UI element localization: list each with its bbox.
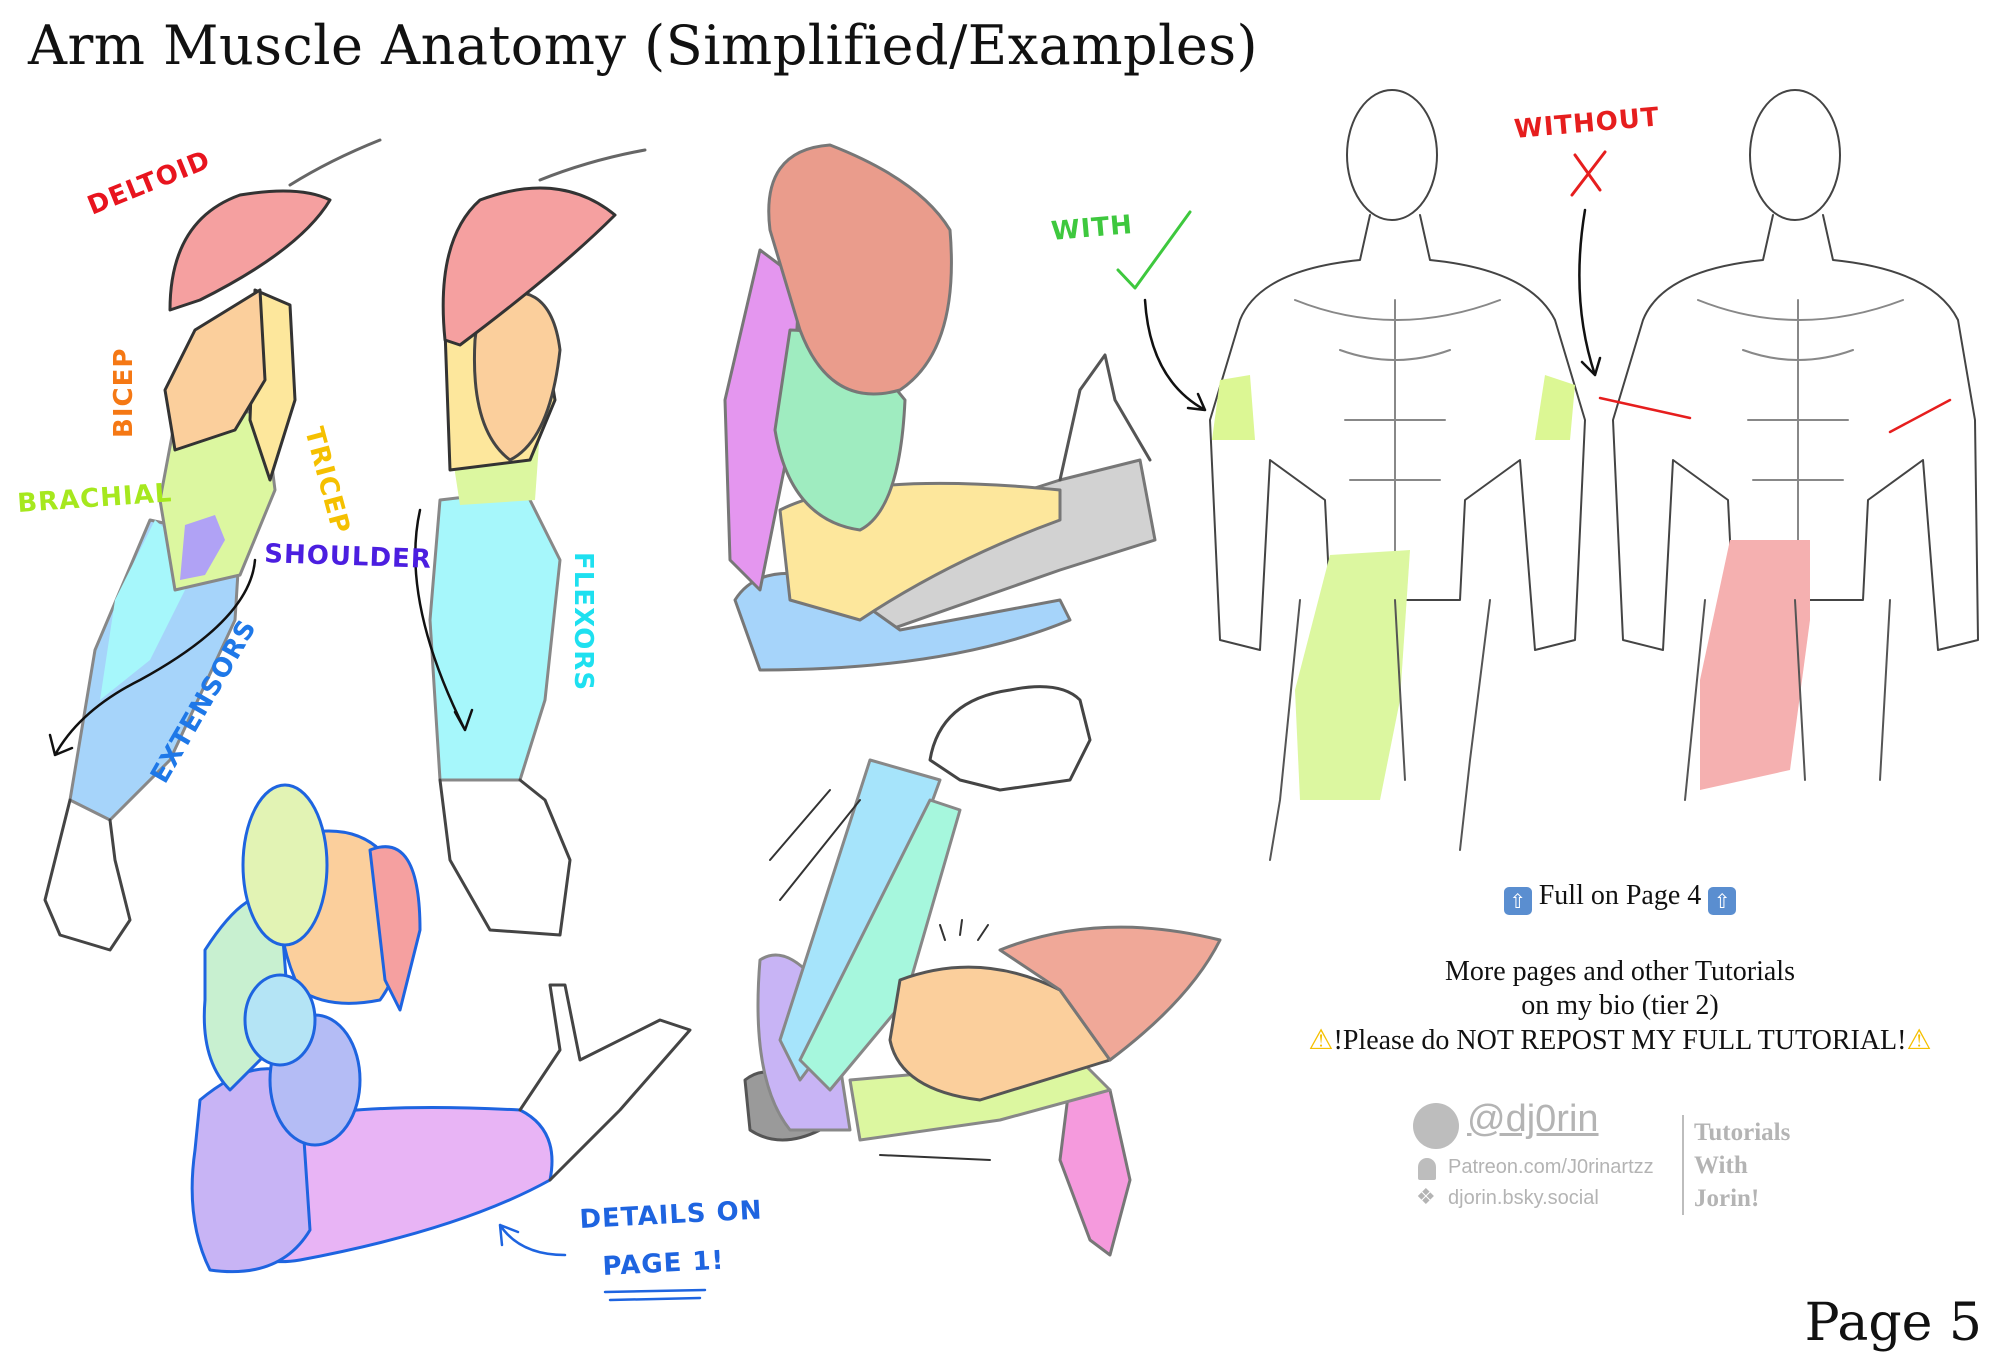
- arrow-without: [1578, 208, 1602, 377]
- brachial-highlight: [1212, 375, 1575, 440]
- arm-flexed-fist: [743, 685, 1222, 1257]
- head-outline: [1749, 89, 1841, 221]
- label-without: WITHOUT: [1513, 102, 1661, 145]
- x-mark-icon: [1570, 150, 1607, 197]
- deltoid-muscle: [767, 143, 953, 396]
- body-with: [1209, 89, 1586, 861]
- shoulder-line: [538, 148, 647, 182]
- more-pages-line1: More pages and other Tutorials: [1445, 956, 1795, 987]
- label-tricep: TRICEP: [298, 424, 355, 537]
- up-arrow-icon: ⇧: [1708, 887, 1737, 915]
- hand-outline: [43, 798, 132, 952]
- hand-outline: [438, 778, 572, 937]
- no-brachial-marks: [1598, 396, 1952, 434]
- more-pages-line2: on my bio (tier 2): [1521, 990, 1719, 1021]
- arrow-extensors: [48, 558, 257, 757]
- watermark-divider: [1682, 1115, 1684, 1215]
- brand-line1: Tutorials: [1694, 1119, 1791, 1146]
- flexors-muscle: [428, 488, 562, 782]
- label-flexors: FLEXORS: [568, 552, 598, 691]
- bluesky-icon: ❖: [1416, 1184, 1436, 1209]
- abs-lines: [1294, 299, 1501, 601]
- warning-text: !Please do NOT REPOST MY FULL TUTORIAL!: [1333, 1025, 1907, 1056]
- twitter-handle: @dj0rin: [1467, 1098, 1599, 1140]
- flexors-muscle: [798, 798, 962, 1092]
- arrow-details: [498, 1223, 567, 1257]
- label-brachial: BRACHIAL: [16, 478, 173, 519]
- head-outline: [1346, 89, 1438, 221]
- underline: [603, 1288, 707, 1302]
- full-on-page-text: Full on Page 4: [1538, 880, 1702, 911]
- tricep-muscle: [241, 783, 329, 947]
- twitter-icon: [1413, 1103, 1459, 1149]
- flexors-muscle: [243, 973, 317, 1067]
- arm-side-view: [43, 138, 382, 952]
- brand-line3: Jorin!: [1694, 1185, 1760, 1212]
- thumb-outline: [1058, 353, 1152, 482]
- bicep-muscle: [472, 290, 562, 462]
- shoulder-muscle: [180, 515, 225, 580]
- deltoid-muscle: [441, 186, 617, 347]
- legs-outline: [1684, 599, 1891, 801]
- brand-line2: With: [1694, 1152, 1748, 1179]
- label-bicep: BICEP: [109, 348, 139, 438]
- warning-icon: ⚠: [1308, 1023, 1334, 1056]
- fist-outline: [928, 685, 1092, 792]
- deltoid-muscle: [368, 845, 422, 1012]
- check-icon: [1116, 210, 1192, 290]
- effort-lines: [769, 789, 991, 1161]
- pink-muscle: [1058, 1078, 1132, 1257]
- label-deltoid: DELTOID: [83, 145, 214, 221]
- label-shoulder: SHOULDER: [264, 539, 433, 575]
- label-with: WITH: [1050, 210, 1134, 247]
- arrow-flexors: [414, 508, 474, 732]
- leg-highlight: [1295, 550, 1410, 800]
- label-details-line1: DETAILS ON: [579, 1195, 763, 1235]
- bluesky-link: djorin.bsky.social: [1448, 1187, 1599, 1209]
- arrow-with: [1143, 298, 1207, 412]
- more-pages-note: More pages and other Tutorials on my bio…: [1240, 955, 2000, 1058]
- arm-curled: [190, 783, 707, 1302]
- abs-lines: [1697, 299, 1904, 601]
- patreon-link: Patreon.com/J0rinartzz: [1448, 1156, 1654, 1178]
- repost-warning: ⚠!Please do NOT REPOST MY FULL TUTORIAL!…: [1240, 1023, 2000, 1058]
- page-title: Arm Muscle Anatomy (Simplified/Examples): [28, 14, 1259, 77]
- shoulder-line: [288, 138, 382, 187]
- label-details-line2: PAGE 1!: [602, 1246, 725, 1282]
- patreon-icon: [1418, 1158, 1436, 1180]
- arm-front-view: [414, 148, 647, 937]
- hand-outline: [518, 983, 692, 1182]
- full-on-page-note: ⇧ Full on Page 4 ⇧: [1240, 880, 2000, 915]
- page-number: Page 5: [1804, 1293, 1982, 1353]
- body-without: [1598, 89, 1979, 801]
- bicep-muscle: [163, 288, 267, 452]
- brand-text: Tutorials With Jorin!: [1694, 1116, 1790, 1215]
- up-arrow-icon: ⇧: [1503, 887, 1532, 915]
- deltoid-muscle: [998, 925, 1222, 1062]
- leg-highlight: [1700, 540, 1810, 790]
- warning-icon: ⚠: [1906, 1023, 1932, 1056]
- legs-outline: [1269, 599, 1491, 861]
- deltoid-muscle: [168, 189, 332, 312]
- arm-flexed: [723, 143, 1157, 672]
